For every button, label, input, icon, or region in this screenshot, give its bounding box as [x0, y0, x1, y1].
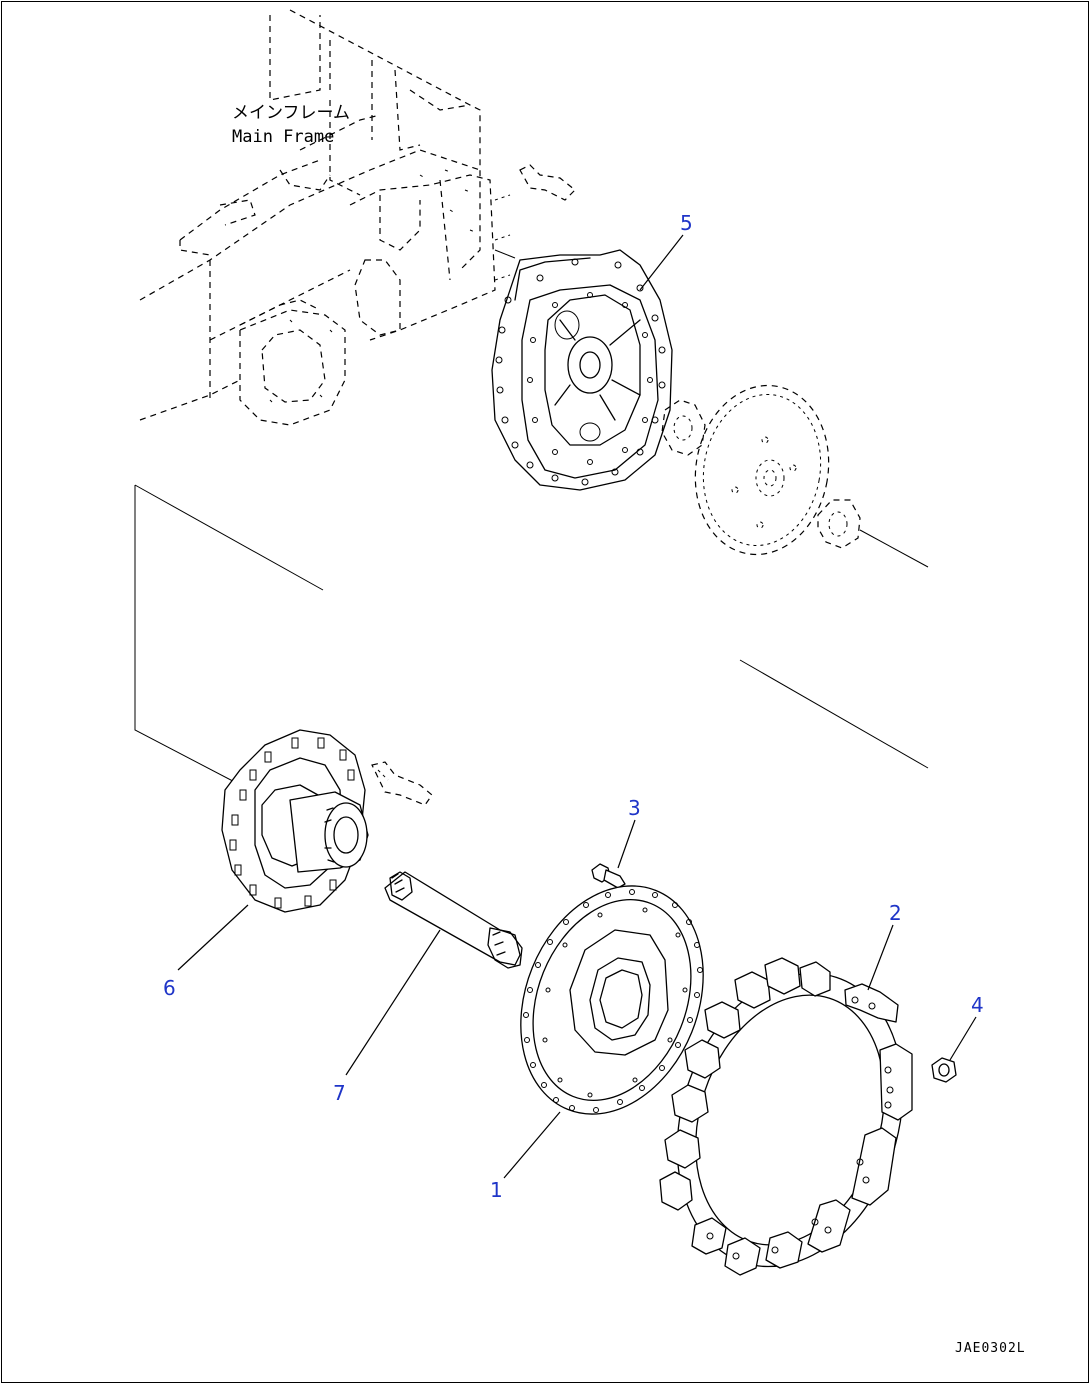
main-frame-label-jp: メインフレーム [232, 103, 350, 123]
bearing-dashed-lower [817, 499, 861, 549]
main-frame-label-en: Main Frame [232, 127, 334, 147]
alignment-lines [134, 249, 929, 791]
part-6-drive-hub [221, 729, 369, 913]
part-7-splined-shaft [384, 871, 523, 969]
callout-5: 5 [680, 211, 693, 235]
main-frame-outline [139, 9, 511, 426]
callout-3: 3 [628, 796, 641, 820]
callout-6: 6 [163, 976, 176, 1000]
part-5-housing [491, 249, 673, 491]
drawing-code: JAE0302L [955, 1341, 1026, 1356]
part-4-nut [931, 1057, 957, 1083]
callout-7: 7 [333, 1081, 346, 1105]
part-2-rubber-element-ring [659, 957, 913, 1276]
callout-2: 2 [889, 901, 902, 925]
callout-1: 1 [490, 1178, 503, 1202]
frame-bolt-dashed [519, 164, 576, 201]
hub-bolt-dashed [371, 761, 433, 806]
callout-4: 4 [971, 993, 984, 1017]
bearing-dashed-upper [661, 399, 706, 456]
part-1-coupling-disc [520, 885, 704, 1115]
part-3-bolt [591, 863, 626, 889]
leader-lines [177, 234, 977, 1179]
flywheel-dashed [694, 384, 830, 556]
